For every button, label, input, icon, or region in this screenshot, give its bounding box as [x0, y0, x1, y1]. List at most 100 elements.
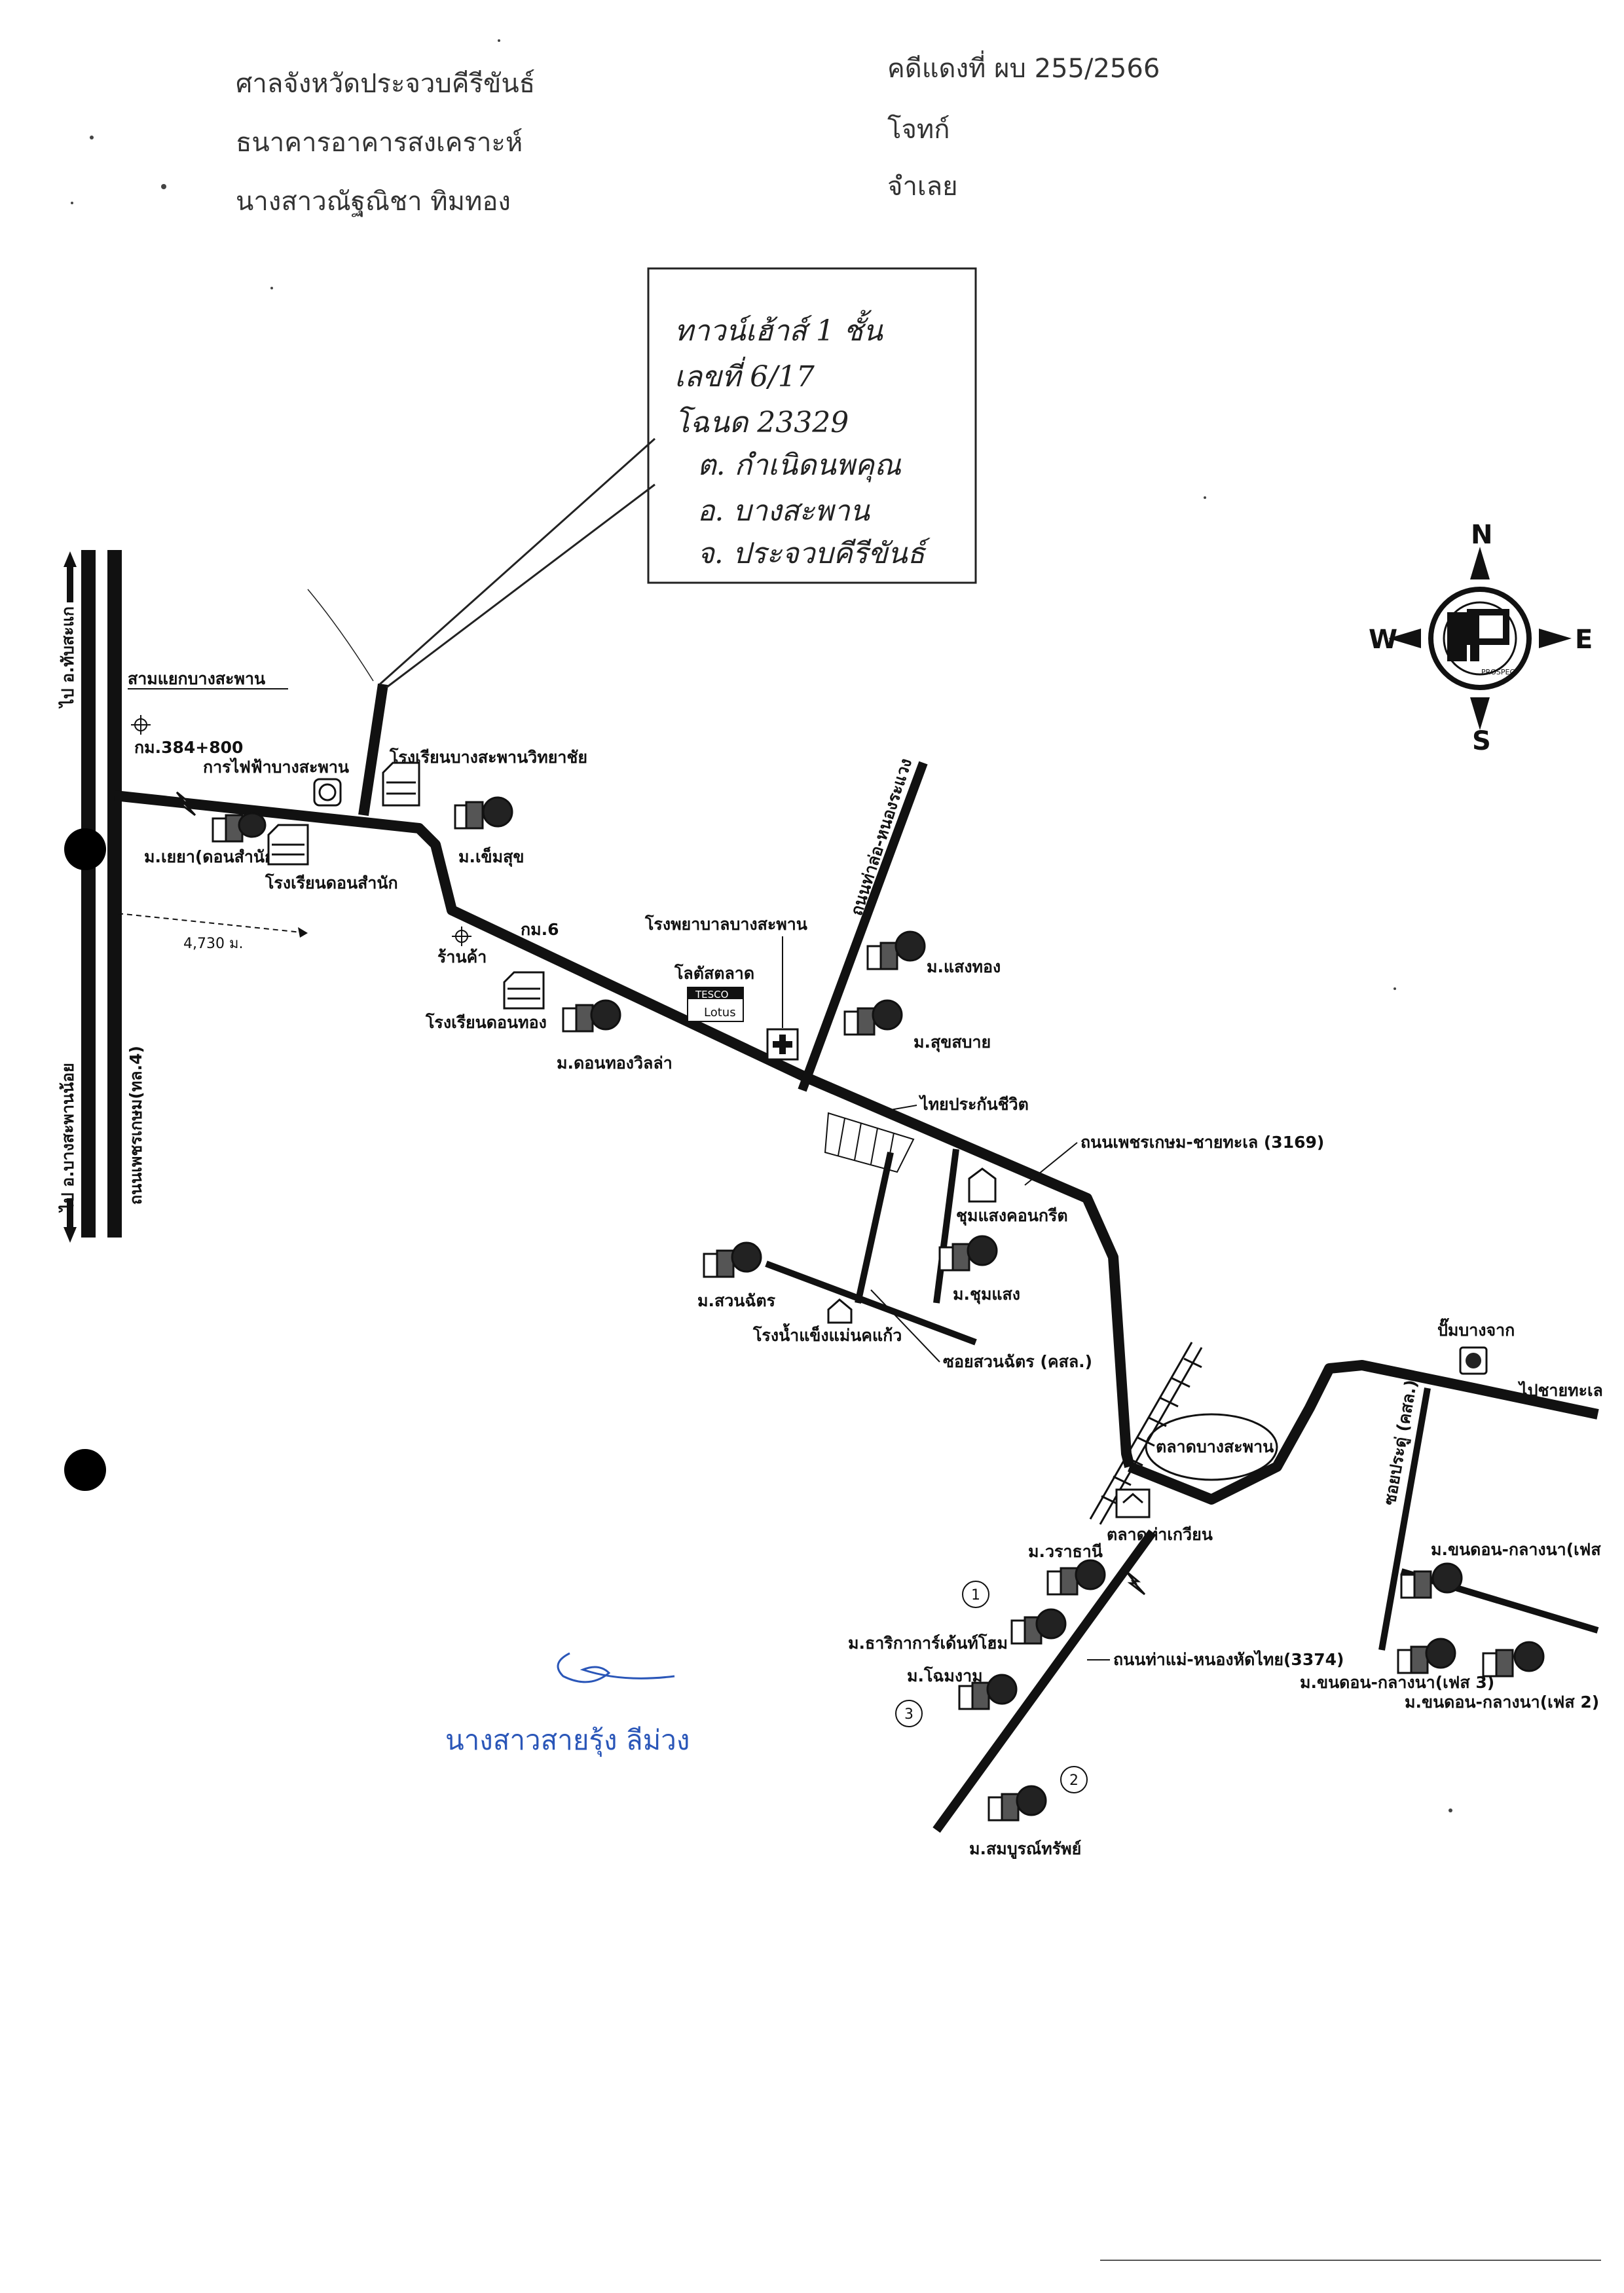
electricity-label: การไฟฟ้าบางสะพาน — [203, 757, 349, 777]
road-to-property — [358, 683, 388, 816]
soi-suanchat-label: ซอยสวนฉัตร (คสล.) — [943, 1352, 1092, 1371]
village-khemsuk-label: ม.เข็มสุข — [458, 847, 524, 868]
village-chommngam-label: ม.โฉมงาม — [907, 1666, 983, 1685]
distance-arrow — [117, 913, 308, 938]
court-name: ศาลจังหวัดประจวบคีรีขันธ์ — [236, 69, 536, 99]
village-icon — [938, 1235, 998, 1272]
marker-circle — [1060, 1766, 1088, 1793]
chumsaeng-concrete-label: ชุมแสงคอนกรีต — [956, 1206, 1068, 1226]
village-icon — [1482, 1641, 1545, 1678]
thai-life-label: ไทยประกันชีวิต — [918, 1094, 1029, 1114]
case-number: คดีแดงที่ ผบ 255/2566 — [887, 54, 1160, 84]
village-icon — [1046, 1559, 1106, 1596]
compass-rose — [1388, 547, 1572, 730]
road-nongrawaeng — [798, 761, 928, 1092]
power-line-icon — [1125, 1570, 1146, 1596]
village-waratani-label: ม.วราธานี — [1028, 1542, 1103, 1561]
phetkasem-chaitalay-label: ถนนเพชรเกษม-ชายทะเล (3169) — [1080, 1133, 1324, 1152]
defendant-role: จำเลย — [887, 172, 958, 202]
village-khondon-2-label: ม.ขนดอน-กลางนา(เฟส 2) — [1405, 1693, 1599, 1712]
road-nongrawaeng-label: ถนนท่าล่อ-หนองระแวง — [847, 756, 915, 918]
marker-circle — [895, 1700, 923, 1727]
lotus-logo — [687, 987, 744, 1022]
village-somboon-label: ม.สมบูรณ์ทรัพย์ — [969, 1839, 1081, 1860]
gas-station-label: ปั๊มบางจาก — [1437, 1317, 1515, 1340]
hospital-label: โรงพยาบาลบางสะพาน — [644, 914, 807, 934]
highway-phetkasem — [64, 550, 122, 1243]
property-number: เลขที่ 6/17 — [674, 356, 815, 394]
market-thakwian-label: ตลาดท่าเกวียน — [1107, 1525, 1213, 1544]
ice-factory-label: โรงน้ำแข็งแม่นคแก้ว — [752, 1323, 902, 1345]
compass-s: S — [1472, 726, 1491, 756]
to-thap-sakae-label: ไป อ.ทับสะแก — [58, 606, 77, 709]
title-deed: โฉนด 23329 — [674, 406, 849, 439]
to-bang-saphan-noi-label: ไป อ.บางสะพานน้อย — [58, 1063, 77, 1213]
ice-factory-icon — [827, 1298, 853, 1324]
village-saengthong-label: ม.แสงทอง — [927, 957, 1001, 976]
market-bangsaphan-ring — [1145, 1413, 1278, 1481]
phetkasem-chaitalay-pointer — [1024, 1142, 1078, 1186]
village-khondon-1-label: ม.ขนดอน-กลางนา(เฟส — [1431, 1540, 1601, 1559]
gas-station-icon — [1459, 1346, 1488, 1375]
village-icon — [958, 1674, 1018, 1710]
village-icon — [987, 1785, 1047, 1822]
village-khondon-3-label: ม.ขนดอน-กลางนา(เฟส 3) — [1300, 1673, 1494, 1692]
road-thamae — [932, 1529, 1156, 1833]
village-chumsaeng-label: ม.ชุมแสง — [953, 1285, 1020, 1305]
village-icon — [866, 930, 926, 970]
signature-name: นางสาวสายรุ้ง ลีม่วง — [445, 1724, 690, 1756]
subdistrict: ต. กำเนิดนพคุณ — [697, 449, 902, 483]
km6-label: กม.6 — [521, 920, 559, 939]
shop-label: ร้านค้า — [437, 947, 487, 966]
side-roads — [765, 1148, 977, 1346]
marker-2: 2 — [1069, 1772, 1079, 1789]
village-icon — [562, 999, 621, 1033]
road-thamae-label: ถนนท่าแม่-หนองหัดไทย(3374) — [1113, 1649, 1344, 1669]
marker-3: 3 — [904, 1706, 913, 1723]
shop-icon — [452, 926, 471, 946]
village-sukhsabai-label: ม.สุขสบาย — [913, 1033, 991, 1053]
scan-dot — [64, 828, 106, 870]
district: อ. บางสะพาน — [697, 494, 871, 528]
lotus-brand: Lotus — [704, 1006, 736, 1019]
distance-label: 4,730 ม. — [183, 936, 243, 952]
property-note-box — [647, 267, 977, 584]
km-384-label: กม.384+800 — [134, 738, 243, 757]
property-type: ทาวน์เฮ้าส์ 1 ชั้น — [674, 310, 884, 348]
village-icon — [1400, 1562, 1463, 1599]
village-yeyha-label: ม.เยยา(ดอนสำนัก) — [144, 847, 282, 866]
marker-circle — [962, 1581, 989, 1608]
village-icon — [1010, 1608, 1067, 1645]
village-icon — [843, 999, 903, 1036]
village-icon — [1397, 1638, 1456, 1674]
junction-label: สามแยกบางสะพาน — [128, 669, 265, 688]
soi-suanchat-pointer — [870, 1289, 940, 1363]
concrete-factory-icon — [968, 1167, 997, 1203]
village-dharika-label: ม.ธาริกาการ์เด้นท์โฮม — [848, 1633, 1008, 1653]
province: จ. ประจวบคีรีขันธ์ — [697, 537, 931, 570]
village-icon — [703, 1241, 762, 1278]
defendant-name: นางสาวณัฐณิชา ทิมทอง — [236, 187, 511, 217]
scan-specks — [71, 39, 1452, 1812]
compass-brand: PROSPEC — [1481, 668, 1515, 676]
school-donthong-label: โรงเรียนดอนทอง — [425, 1012, 547, 1032]
property-callout — [307, 437, 655, 689]
electricity-office-icon — [313, 778, 342, 807]
school-icon — [267, 824, 309, 866]
soi-pradu — [1378, 1387, 1431, 1651]
market-icon — [1115, 1488, 1151, 1518]
plaintiff-name: ธนาคารอาคารสงเคราะห์ — [236, 128, 523, 158]
compass-n: N — [1471, 520, 1492, 550]
km-marker-icon — [131, 715, 151, 735]
tesco-brand: TESCO — [695, 989, 728, 1000]
market-road — [1128, 1360, 1599, 1505]
school-donsamnak-label: โรงเรียนดอนสำนัก — [265, 873, 398, 892]
compass-w: W — [1369, 625, 1397, 655]
hospital-icon — [766, 1028, 799, 1061]
school-bangsaphan-label: โรงเรียนบางสะพานวิทยาชัย — [389, 747, 587, 767]
signature-scribble — [557, 1652, 675, 1683]
village-donthong-label: ม.ดอนทองวิลล่า — [557, 1054, 673, 1073]
railway-crossing — [824, 1112, 915, 1173]
power-line-icon — [175, 791, 196, 816]
